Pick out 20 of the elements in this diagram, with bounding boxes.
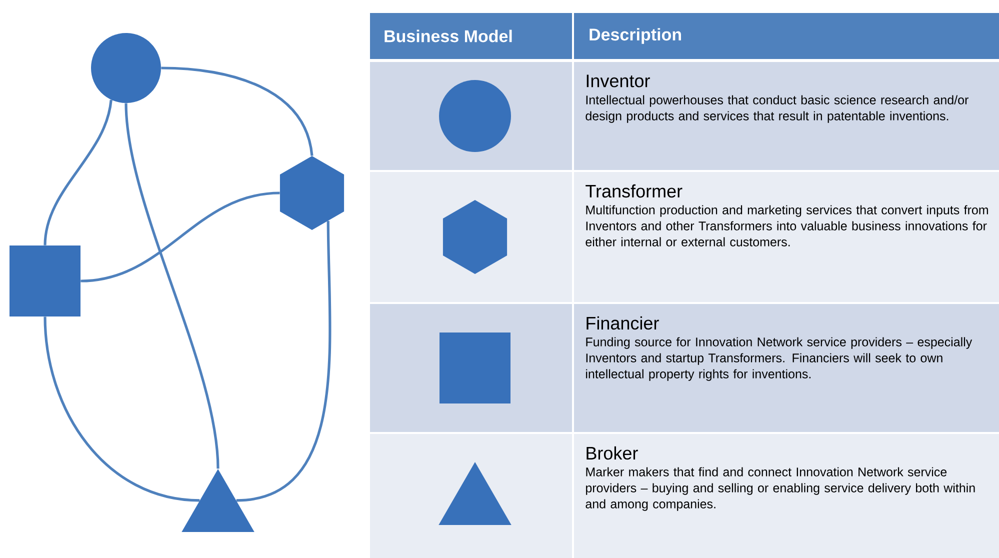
row-heading: Financier [586,316,659,330]
row-heading: Inventor [586,74,650,88]
connector-line [161,66,314,156]
column-header: Business Model [384,30,512,42]
connector-line [80,192,280,282]
connector-line [124,103,220,469]
row-description: Marker makers that find and connect Innovation Network service providers – buying and selling or enabling service delivery both within and among companies. [586,467,975,511]
row-description: Multifunction production and marketing services that convert inputs from Inventors and other Transformers into valuable business innovations for either internal or external customers. [586,205,988,246]
circle-node [91,33,161,103]
hexagon-node [280,156,344,230]
row-heading: Transformer [586,184,682,198]
triangle-node [182,469,254,532]
connector-line [44,316,200,502]
row-heading: Broker [586,446,638,460]
column-header: Description [590,28,681,44]
square-node [10,246,80,316]
connector-line [236,220,332,502]
row-description: Funding source for Innovation Network service providers – especially Inventors and startup Transformers. Financiers will seek to own intellectual property rights for inventions. [586,337,972,381]
connector-line [44,100,112,246]
row-description: Intellectual powerhouses that conduct basic science research and/or design products and services that result in patentable inventions. [586,95,968,123]
